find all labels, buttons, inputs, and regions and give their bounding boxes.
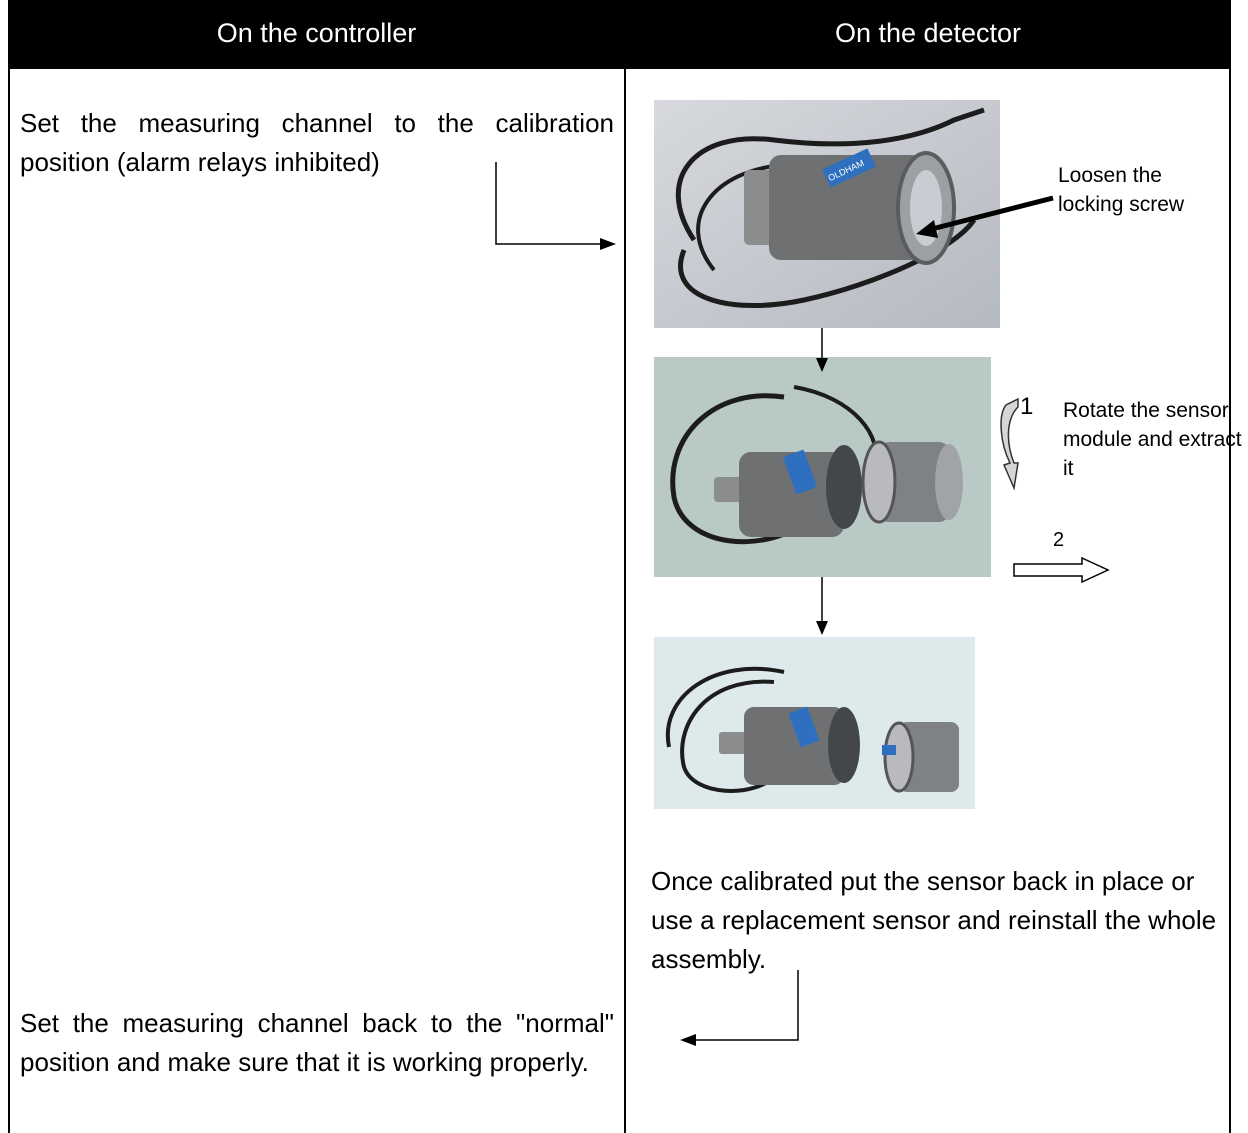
flow-arrow-down-2: [816, 577, 828, 635]
rotation-step-number: 1: [1020, 393, 1034, 420]
table-right-border: [1229, 69, 1231, 1133]
photo-detector-assembled: OLDHAM: [654, 100, 1000, 328]
rotate-arrow-icon: [1000, 397, 1019, 491]
flow-arrow-controller-to-detector: [495, 162, 616, 250]
pointer-arrow-locking-screw: [916, 195, 1054, 238]
flow-arrow-detector-to-controller: [680, 970, 799, 1046]
extract-step-number: 2: [1053, 529, 1065, 551]
table-left-border: [8, 69, 10, 1133]
table-header: [8, 0, 1231, 69]
label-reinstall: Once calibrated put the sensor back in p…: [651, 866, 1217, 974]
label-rotate-extract: Rotate the sensor module and extract it: [1063, 399, 1242, 480]
procedure-table: On the controller On the detector Set th…: [8, 0, 1242, 1133]
flow-arrow-down-1: [816, 328, 828, 372]
photo-sensor-extracted: [654, 637, 975, 809]
column-divider: [624, 69, 626, 1133]
extract-arrow-icon: [1013, 556, 1110, 584]
step-set-calibration: Set the measuring channel to the calibra…: [20, 108, 614, 177]
step-set-normal: Set the measuring channel back to the "n…: [20, 1008, 614, 1077]
label-loosen-screw: Loosen the locking screw: [1058, 164, 1185, 216]
photo-sensor-rotated: [654, 357, 991, 577]
header-detector: On the detector: [834, 18, 1022, 48]
header-controller: On the controller: [216, 18, 417, 48]
